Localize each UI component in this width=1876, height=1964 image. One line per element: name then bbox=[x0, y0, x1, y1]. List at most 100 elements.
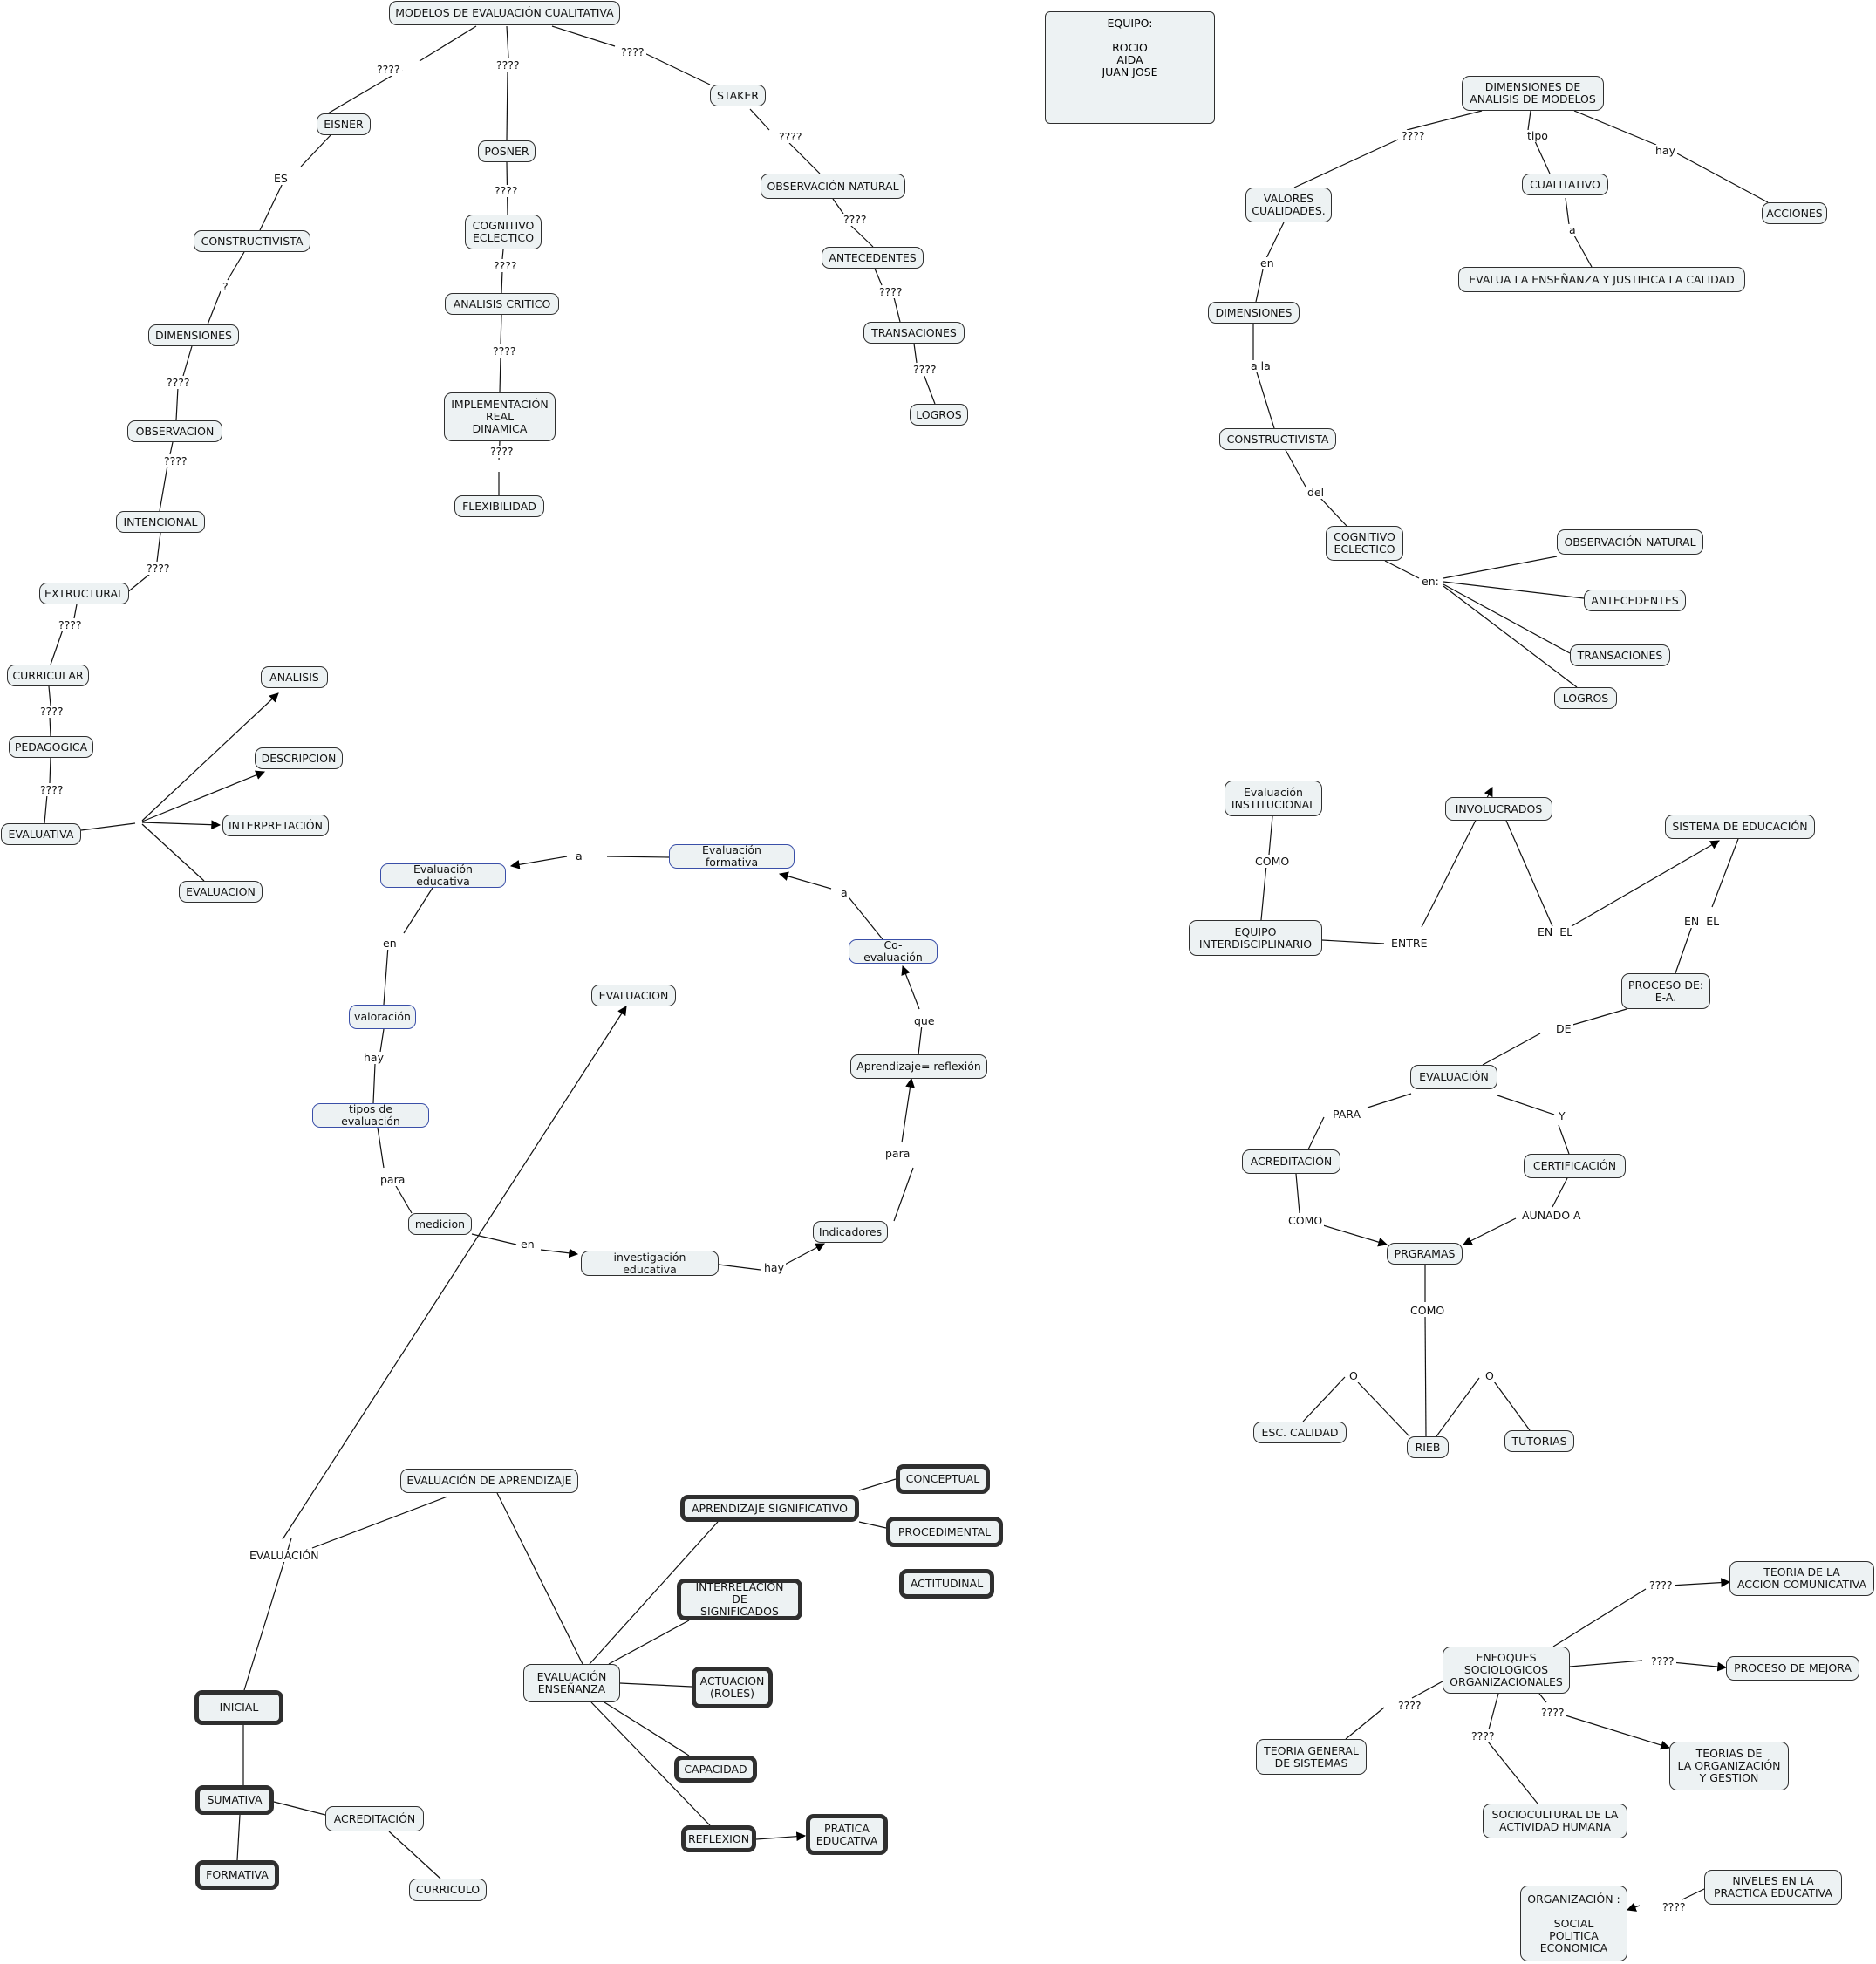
concept-node-analisis-critico[interactable]: ANALISIS CRITICO bbox=[445, 293, 559, 315]
concept-node-eval-ensenanza[interactable]: EVALUACIÓN ENSEÑANZA bbox=[523, 1664, 620, 1702]
line-connector bbox=[1424, 1313, 1427, 1437]
line-connector bbox=[300, 134, 331, 167]
link-label-l-q25: ???? bbox=[1661, 1900, 1688, 1913]
link-label-l-q15: ???? bbox=[842, 213, 869, 226]
concept-node-teorias-org[interactable]: TEORIAS DE LA ORGANIZACIÓN Y GESTION bbox=[1669, 1742, 1789, 1790]
concept-node-eval-formativa[interactable]: Evaluación formativa bbox=[669, 844, 795, 869]
concept-node-valoracion[interactable]: valoración bbox=[349, 1005, 416, 1029]
concept-node-enfoques[interactable]: ENFOQUES SOCIOLOGICOS ORGANIZACIONALES bbox=[1443, 1647, 1570, 1694]
concept-node-eval-institucional[interactable]: Evaluación INSTITUCIONAL bbox=[1225, 781, 1322, 816]
concept-node-aprendizaje-reflexion[interactable]: Aprendizaje= reflexión bbox=[850, 1054, 987, 1079]
concept-node-teoria-sistemas[interactable]: TEORIA GENERAL DE SISTEMAS bbox=[1256, 1739, 1367, 1775]
concept-node-sumativa[interactable]: SUMATIVA bbox=[195, 1785, 274, 1815]
concept-node-flexibilidad[interactable]: FLEXIBILIDAD bbox=[454, 495, 544, 517]
concept-node-proceso-ea[interactable]: PROCESO DE: E-A. bbox=[1621, 973, 1710, 1009]
concept-node-dimensiones1[interactable]: DIMENSIONES bbox=[148, 324, 239, 346]
concept-node-descripcion[interactable]: DESCRIPCION bbox=[255, 747, 343, 769]
concept-node-logros2[interactable]: LOGROS bbox=[1554, 687, 1617, 709]
concept-node-cualitativo[interactable]: CUALITATIVO bbox=[1522, 174, 1608, 195]
concept-node-transacciones1[interactable]: TRANSACIONES bbox=[863, 322, 965, 344]
concept-node-curricular[interactable]: CURRICULAR bbox=[7, 665, 89, 686]
line-connector bbox=[1307, 1116, 1325, 1150]
arrow-connector bbox=[141, 770, 266, 822]
concept-node-tutorias[interactable]: TUTORIAS bbox=[1504, 1430, 1574, 1452]
concept-node-evaluacion1[interactable]: EVALUACION bbox=[179, 881, 263, 903]
concept-node-logros1[interactable]: LOGROS bbox=[910, 404, 968, 426]
concept-node-transacciones2[interactable]: TRANSACIONES bbox=[1570, 644, 1670, 666]
line-connector bbox=[1682, 1888, 1705, 1900]
concept-node-pratica[interactable]: PRATICA EDUCATIVA bbox=[806, 1814, 888, 1855]
line-connector bbox=[918, 1024, 923, 1055]
concept-node-posner[interactable]: POSNER bbox=[478, 140, 536, 162]
concept-node-capacidad[interactable]: CAPACIDAD bbox=[674, 1756, 757, 1783]
concept-node-evaluacion2[interactable]: EVALUACION bbox=[591, 985, 676, 1006]
concept-node-actitudinal[interactable]: ACTITUDINAL bbox=[899, 1569, 994, 1599]
concept-node-obs-natural1[interactable]: OBSERVACIÓN NATURAL bbox=[761, 174, 905, 199]
concept-node-constructivista2[interactable]: CONSTRUCTIVISTA bbox=[1219, 428, 1336, 450]
concept-node-implementacion[interactable]: IMPLEMENTACIÓN REAL DINAMICA bbox=[444, 392, 556, 441]
concept-node-inicial[interactable]: INICIAL bbox=[194, 1690, 283, 1725]
line-connector bbox=[642, 51, 711, 85]
concept-node-acciones[interactable]: ACCIONES bbox=[1762, 202, 1827, 224]
concept-node-prgramas[interactable]: PRGRAMAS bbox=[1387, 1243, 1463, 1265]
concept-node-certificacion[interactable]: CERTIFICACIÓN bbox=[1524, 1154, 1626, 1178]
concept-node-curriculo[interactable]: CURRICULO bbox=[409, 1879, 487, 1901]
concept-node-acreditacion2[interactable]: ACREDITACIÓN bbox=[325, 1806, 424, 1831]
concept-node-formativa[interactable]: FORMATIVA bbox=[195, 1860, 279, 1890]
concept-node-cognitivo2[interactable]: COGNITIVO ECLECTICO bbox=[1326, 526, 1403, 561]
concept-node-indicadores[interactable]: Indicadores bbox=[813, 1221, 888, 1243]
concept-node-valores[interactable]: VALORES CUALIDADES. bbox=[1245, 188, 1332, 222]
concept-node-interpretacion[interactable]: INTERPRETACIÓN bbox=[222, 815, 329, 836]
concept-node-staker[interactable]: STAKER bbox=[710, 85, 766, 106]
concept-node-intencional[interactable]: INTENCIONAL bbox=[116, 511, 205, 533]
concept-node-eval-educativa[interactable]: Evaluación educativa bbox=[380, 863, 506, 888]
concept-node-cognitivo1[interactable]: COGNITIVO ECLECTICO bbox=[465, 215, 542, 249]
concept-node-aprendizaje-sig[interactable]: APRENDIZAJE SIGNIFICATIVO bbox=[680, 1495, 859, 1522]
link-label-l-hay2: hay bbox=[362, 1051, 385, 1064]
concept-node-reflexion[interactable]: REFLEXION bbox=[681, 1825, 756, 1852]
concept-node-acreditacion1[interactable]: ACREDITACIÓN bbox=[1242, 1149, 1340, 1174]
arrow-connector bbox=[901, 1077, 915, 1143]
link-label-l-y: Y bbox=[1557, 1109, 1567, 1122]
concept-node-teoria-accion[interactable]: TEORIA DE LA ACCION COMUNICATIVA bbox=[1729, 1561, 1874, 1596]
concept-node-extructural[interactable]: EXTRUCTURAL bbox=[39, 583, 129, 604]
concept-node-constructivista1[interactable]: CONSTRUCTIVISTA bbox=[194, 230, 310, 252]
line-connector bbox=[1482, 1033, 1541, 1066]
concept-node-observacion[interactable]: OBSERVACION bbox=[127, 420, 222, 442]
line-connector bbox=[1443, 583, 1571, 654]
concept-node-organizacion[interactable]: ORGANIZACIÓN : SOCIAL POLITICA ECONOMICA bbox=[1520, 1886, 1627, 1961]
concept-node-niveles[interactable]: NIVELES EN LA PRACTICA EDUCATIVA bbox=[1704, 1870, 1842, 1905]
concept-node-sociocultural[interactable]: SOCIOCULTURAL DE LA ACTIVIDAD HUMANA bbox=[1483, 1804, 1627, 1838]
concept-node-rieb[interactable]: RIEB bbox=[1407, 1436, 1449, 1458]
link-label-l-en2: en: bbox=[1420, 575, 1441, 588]
concept-node-actuacion[interactable]: ACTUACION (ROLES) bbox=[692, 1667, 773, 1708]
concept-node-pedagogica[interactable]: PEDAGOGICA bbox=[9, 736, 93, 758]
concept-node-dim-analisis[interactable]: DIMENSIONES DE ANALISIS DE MODELOS bbox=[1462, 76, 1604, 111]
concept-node-interrelacion[interactable]: INTERRELACIÓN DE SIGNIFICADOS bbox=[677, 1579, 802, 1620]
concept-node-modelos[interactable]: MODELOS DE EVALUACIÓN CUALITATIVA bbox=[389, 1, 620, 25]
concept-node-procedimental[interactable]: PROCEDIMENTAL bbox=[886, 1517, 1003, 1547]
link-label-l-q3: ???? bbox=[619, 45, 646, 58]
concept-node-medicion[interactable]: medicion bbox=[408, 1213, 472, 1235]
concept-node-sistema-educacion[interactable]: SISTEMA DE EDUCACIÓN bbox=[1665, 815, 1815, 839]
concept-node-conceptual[interactable]: CONCEPTUAL bbox=[896, 1464, 990, 1494]
concept-node-tipos-eval[interactable]: tipos de evaluación bbox=[312, 1103, 429, 1128]
concept-node-evaluacion3[interactable]: EVALUACIÓN bbox=[1410, 1065, 1497, 1089]
concept-node-esc-calidad[interactable]: ESC. CALIDAD bbox=[1253, 1422, 1347, 1443]
concept-node-obs-natural2[interactable]: OBSERVACIÓN NATURAL bbox=[1557, 529, 1703, 555]
concept-node-proceso-mejora[interactable]: PROCESO DE MEJORA bbox=[1726, 1656, 1859, 1681]
concept-node-eval-aprendizaje[interactable]: EVALUACIÓN DE APRENDIZAJE bbox=[400, 1469, 578, 1493]
concept-node-analisis[interactable]: ANALISIS bbox=[261, 666, 328, 688]
concept-node-investigacion[interactable]: investigación educativa bbox=[581, 1251, 719, 1276]
concept-node-involucrados[interactable]: INVOLUCRADOS bbox=[1445, 797, 1552, 821]
concept-node-coevaluacion[interactable]: Co-evaluación bbox=[849, 939, 938, 964]
concept-node-equipo-inter[interactable]: EQUIPO INTERDISCIPLINARIO bbox=[1189, 920, 1322, 956]
concept-node-antecedentes1[interactable]: ANTECEDENTES bbox=[822, 247, 924, 269]
concept-node-dimensiones2[interactable]: DIMENSIONES bbox=[1208, 302, 1300, 324]
concept-node-evalua[interactable]: EVALUA LA ENSEÑANZA Y JUSTIFICA LA CALID… bbox=[1458, 267, 1745, 292]
concept-node-eisner[interactable]: EISNER bbox=[317, 113, 371, 135]
concept-node-evaluativa[interactable]: EVALUATIVA bbox=[1, 823, 81, 845]
concept-node-antecedentes2[interactable]: ANTECEDENTES bbox=[1584, 590, 1686, 611]
link-label-l-a1: a bbox=[1567, 223, 1578, 236]
